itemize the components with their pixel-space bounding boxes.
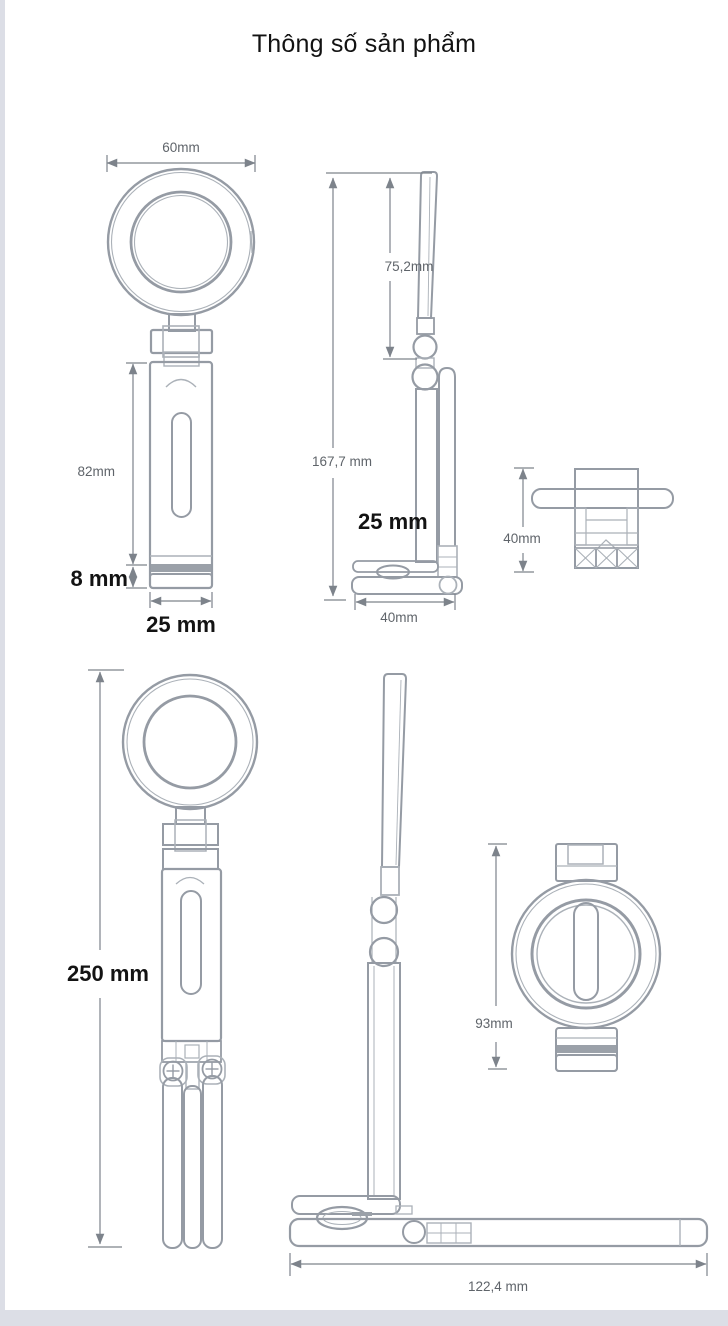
figure-front-extended: 250 mm xyxy=(67,669,259,1249)
figure-bottom-view: 40mm xyxy=(503,467,674,573)
figure-side-extended: 122,4 mm xyxy=(288,673,709,1294)
dim-width-60mm: 60mm xyxy=(162,140,200,155)
dim-total-250mm: 250 mm xyxy=(67,961,149,986)
dim-depth-40mm: 40mm xyxy=(503,531,541,546)
figure-back-folded: 93mm xyxy=(475,843,662,1072)
dim-thickness-25mm: 25 mm xyxy=(358,509,428,534)
figure-side-folded: 167,7 mm 75,2mm 25 mm 40mm xyxy=(312,171,463,625)
dim-base-depth-40mm: 40mm xyxy=(380,610,418,625)
page-title: Thông số sản phẩm xyxy=(251,30,477,58)
figure-front-folded: 60mm 82mm 8 mm 25 mm xyxy=(71,140,256,637)
dim-base-122-4mm: 122,4 mm xyxy=(468,1279,528,1294)
bottom-edge-strip xyxy=(0,1310,728,1326)
dim-height-93mm: 93mm xyxy=(475,1016,513,1031)
dim-foot-8mm: 8 mm xyxy=(71,566,128,591)
dim-total-167-7mm: 167,7 mm xyxy=(312,454,372,469)
dim-base-25mm: 25 mm xyxy=(146,612,216,637)
dim-arm-75-2mm: 75,2mm xyxy=(385,259,434,274)
left-edge-strip xyxy=(0,0,5,1310)
dim-body-82mm: 82mm xyxy=(77,464,115,479)
